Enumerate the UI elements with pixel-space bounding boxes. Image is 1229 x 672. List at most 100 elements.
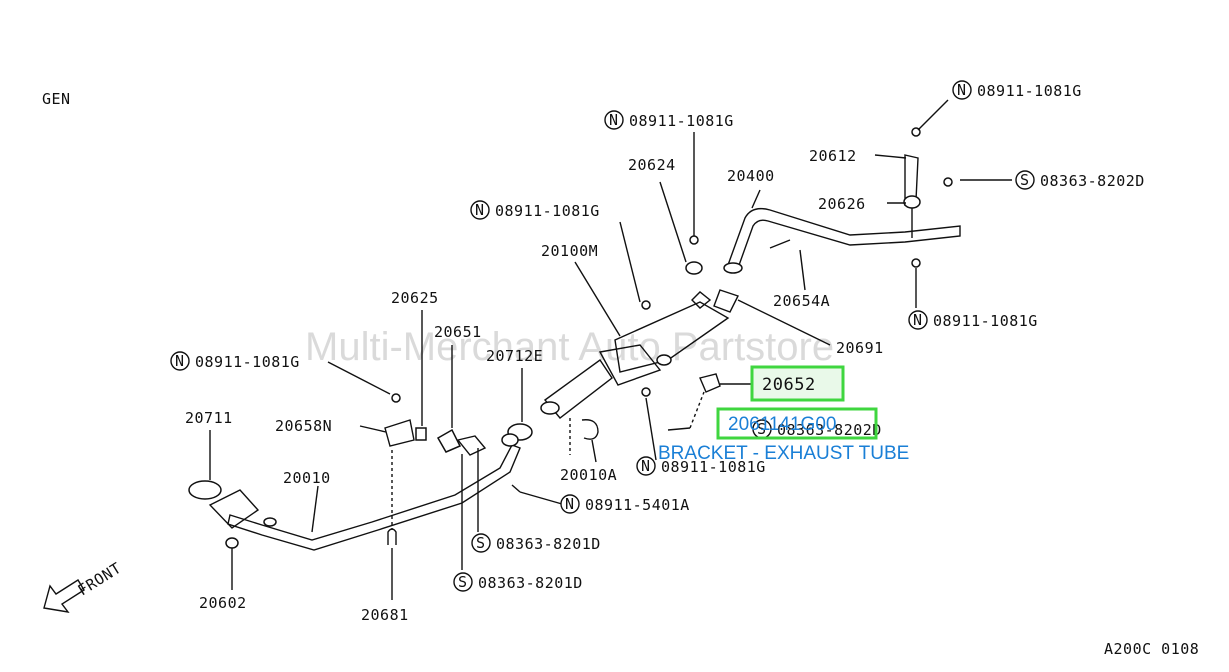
part-label-20602[interactable]: 20602 [199,594,247,612]
callout-c3-prefix: S [1020,171,1030,189]
watermark: Multi-Merchant Auto Partstore [305,325,834,369]
bolt-20652 [667,427,691,431]
callout-c10-number: 08363-8201D [496,535,601,553]
highlight-description: BRACKET - EXHAUST TUBE [658,443,909,464]
rear-flange [723,262,743,274]
callout-c11-marker [453,572,473,592]
part-label-20612[interactable]: 20612 [809,147,857,165]
section-code: GEN [42,90,71,108]
gasket-20691 [713,289,739,313]
nut-lower-center [641,387,651,397]
part-label-20624[interactable]: 20624 [628,156,676,174]
stud-front [263,517,277,527]
callout-c7-prefix: S [757,420,767,438]
gasket-20651 [436,428,462,453]
part-label-20681[interactable]: 20681 [361,606,409,624]
callout-c3-number: 08363-8202D [1040,172,1145,190]
part-20625 [415,427,427,441]
diagram-code: A200C 0108 [1104,640,1199,658]
part-label-20010a[interactable]: 20010A [560,466,617,484]
flange-20651 [456,435,487,456]
front-pipe-manifold-flange [208,489,260,529]
highlight-box-part [750,365,845,402]
highlight-box-catalog [716,407,878,440]
exhaust-drawing [188,127,961,551]
highlight-catalog[interactable]: 2061141G00 BRACKET - EXHAUST TUBE [658,407,909,464]
nut-20602 [225,537,239,549]
u-clamp-20681 [387,528,397,545]
callout-c1[interactable]: N 08911-1081G [952,80,1082,100]
rubber-ring [656,354,672,366]
highlight-catalog-number: 2061141G00 [728,414,836,435]
callout-c1-number: 08911-1081G [977,82,1082,100]
seal-20010a [581,419,599,440]
tail-pipe [727,207,961,269]
callout-c6[interactable]: N 08911-1081G [170,351,300,371]
rear-nut-bottom [911,258,921,268]
callout-c10-marker [471,533,491,553]
part-label-20010[interactable]: 20010 [283,469,331,487]
bolt-20654a [769,239,791,249]
callout-c4-number: 08911-1081G [495,202,600,220]
callout-c7[interactable]: S 08363-8202D [752,419,882,439]
callout-c10[interactable]: S 08363-8201D [471,533,601,553]
part-label-20651[interactable]: 20651 [434,323,482,341]
part-label-20625[interactable]: 20625 [391,289,439,307]
nut-20658n [391,393,401,403]
callout-c10-prefix: S [476,534,486,552]
callout-c11-number: 08363-8201D [478,574,583,592]
nut-20100m [641,300,651,310]
part-label-20691[interactable]: 20691 [836,339,884,357]
callout-c4[interactable]: N 08911-1081G [470,200,600,220]
bracket-20652 [699,373,721,393]
part-label-20400[interactable]: 20400 [727,167,775,185]
callout-c7-number: 08363-8202D [777,421,882,439]
callout-c2-number: 08911-1081G [629,112,734,130]
callout-c5[interactable]: N 08911-1081G [908,310,1038,330]
callout-c4-marker [470,200,490,220]
dash-20652 [689,391,705,429]
callout-c2[interactable]: N 08911-1081G [604,110,734,130]
rear-rubber-mount [903,195,921,209]
front-arrow-icon [43,579,85,613]
callout-c5-marker [908,310,928,330]
muffler-inlet-flange [540,401,560,415]
callout-c8[interactable]: N 08911-1081G [636,456,766,476]
callout-c4-prefix: N [475,201,485,219]
callout-c5-prefix: N [913,311,923,329]
callout-c3[interactable]: S 08363-8202D [1015,170,1145,190]
part-label-20100m[interactable]: 20100M [541,242,598,260]
callout-c6-marker [170,351,190,371]
muffler-front-can [598,344,662,386]
callout-c9[interactable]: N 08911-5401A [560,494,690,514]
part-label-20626[interactable]: 20626 [818,195,866,213]
bracket-20658n [384,419,415,447]
highlight-20652[interactable]: 20652 [750,365,845,402]
highlight-part-number: 20652 [762,375,816,395]
muffler-body [614,301,730,373]
muffler-hanger [691,291,712,309]
callout-c9-number: 08911-5401A [585,496,690,514]
nut-20691-front [511,484,521,493]
callout-c11[interactable]: S 08363-8201D [453,572,583,592]
callout-c1-marker [952,80,972,100]
callout-c2-prefix: N [609,111,619,129]
callout-c2-marker [604,110,624,130]
part-label-20654a[interactable]: 20654A [773,292,830,310]
callout-c9-marker [560,494,580,514]
part-label-20658n[interactable]: 20658N [275,417,332,435]
front-label: FRONT [75,559,125,600]
nut-top-center [689,235,699,245]
part-label-20712e[interactable]: 20712E [486,347,543,365]
callout-c1-prefix: N [957,81,967,99]
rear-bolt [943,177,953,187]
part-label-20711[interactable]: 20711 [185,409,233,427]
callout-c9-prefix: N [565,495,575,513]
front-gasket-20711 [188,480,222,500]
callout-c3-marker [1015,170,1035,190]
callout-c6-number: 08911-1081G [195,353,300,371]
front-indicator: FRONT [43,559,125,613]
callout-c11-prefix: S [458,573,468,591]
callout-c8-marker [636,456,656,476]
